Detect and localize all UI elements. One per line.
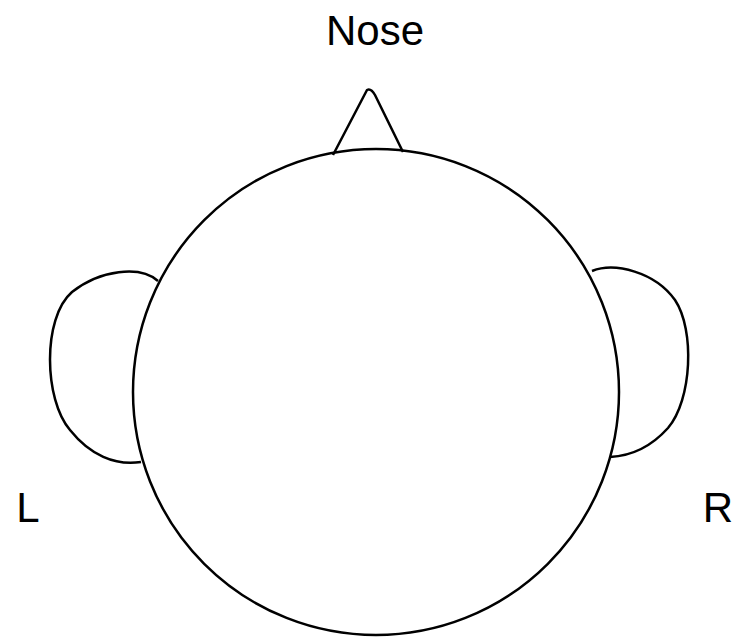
head-outline bbox=[133, 149, 619, 635]
direction-label: Nose bbox=[326, 10, 424, 52]
side-label: L bbox=[16, 487, 39, 529]
nose-symbol bbox=[333, 90, 403, 155]
side-label: R bbox=[703, 487, 733, 529]
right-ear bbox=[592, 268, 688, 457]
left-ear bbox=[50, 272, 158, 463]
